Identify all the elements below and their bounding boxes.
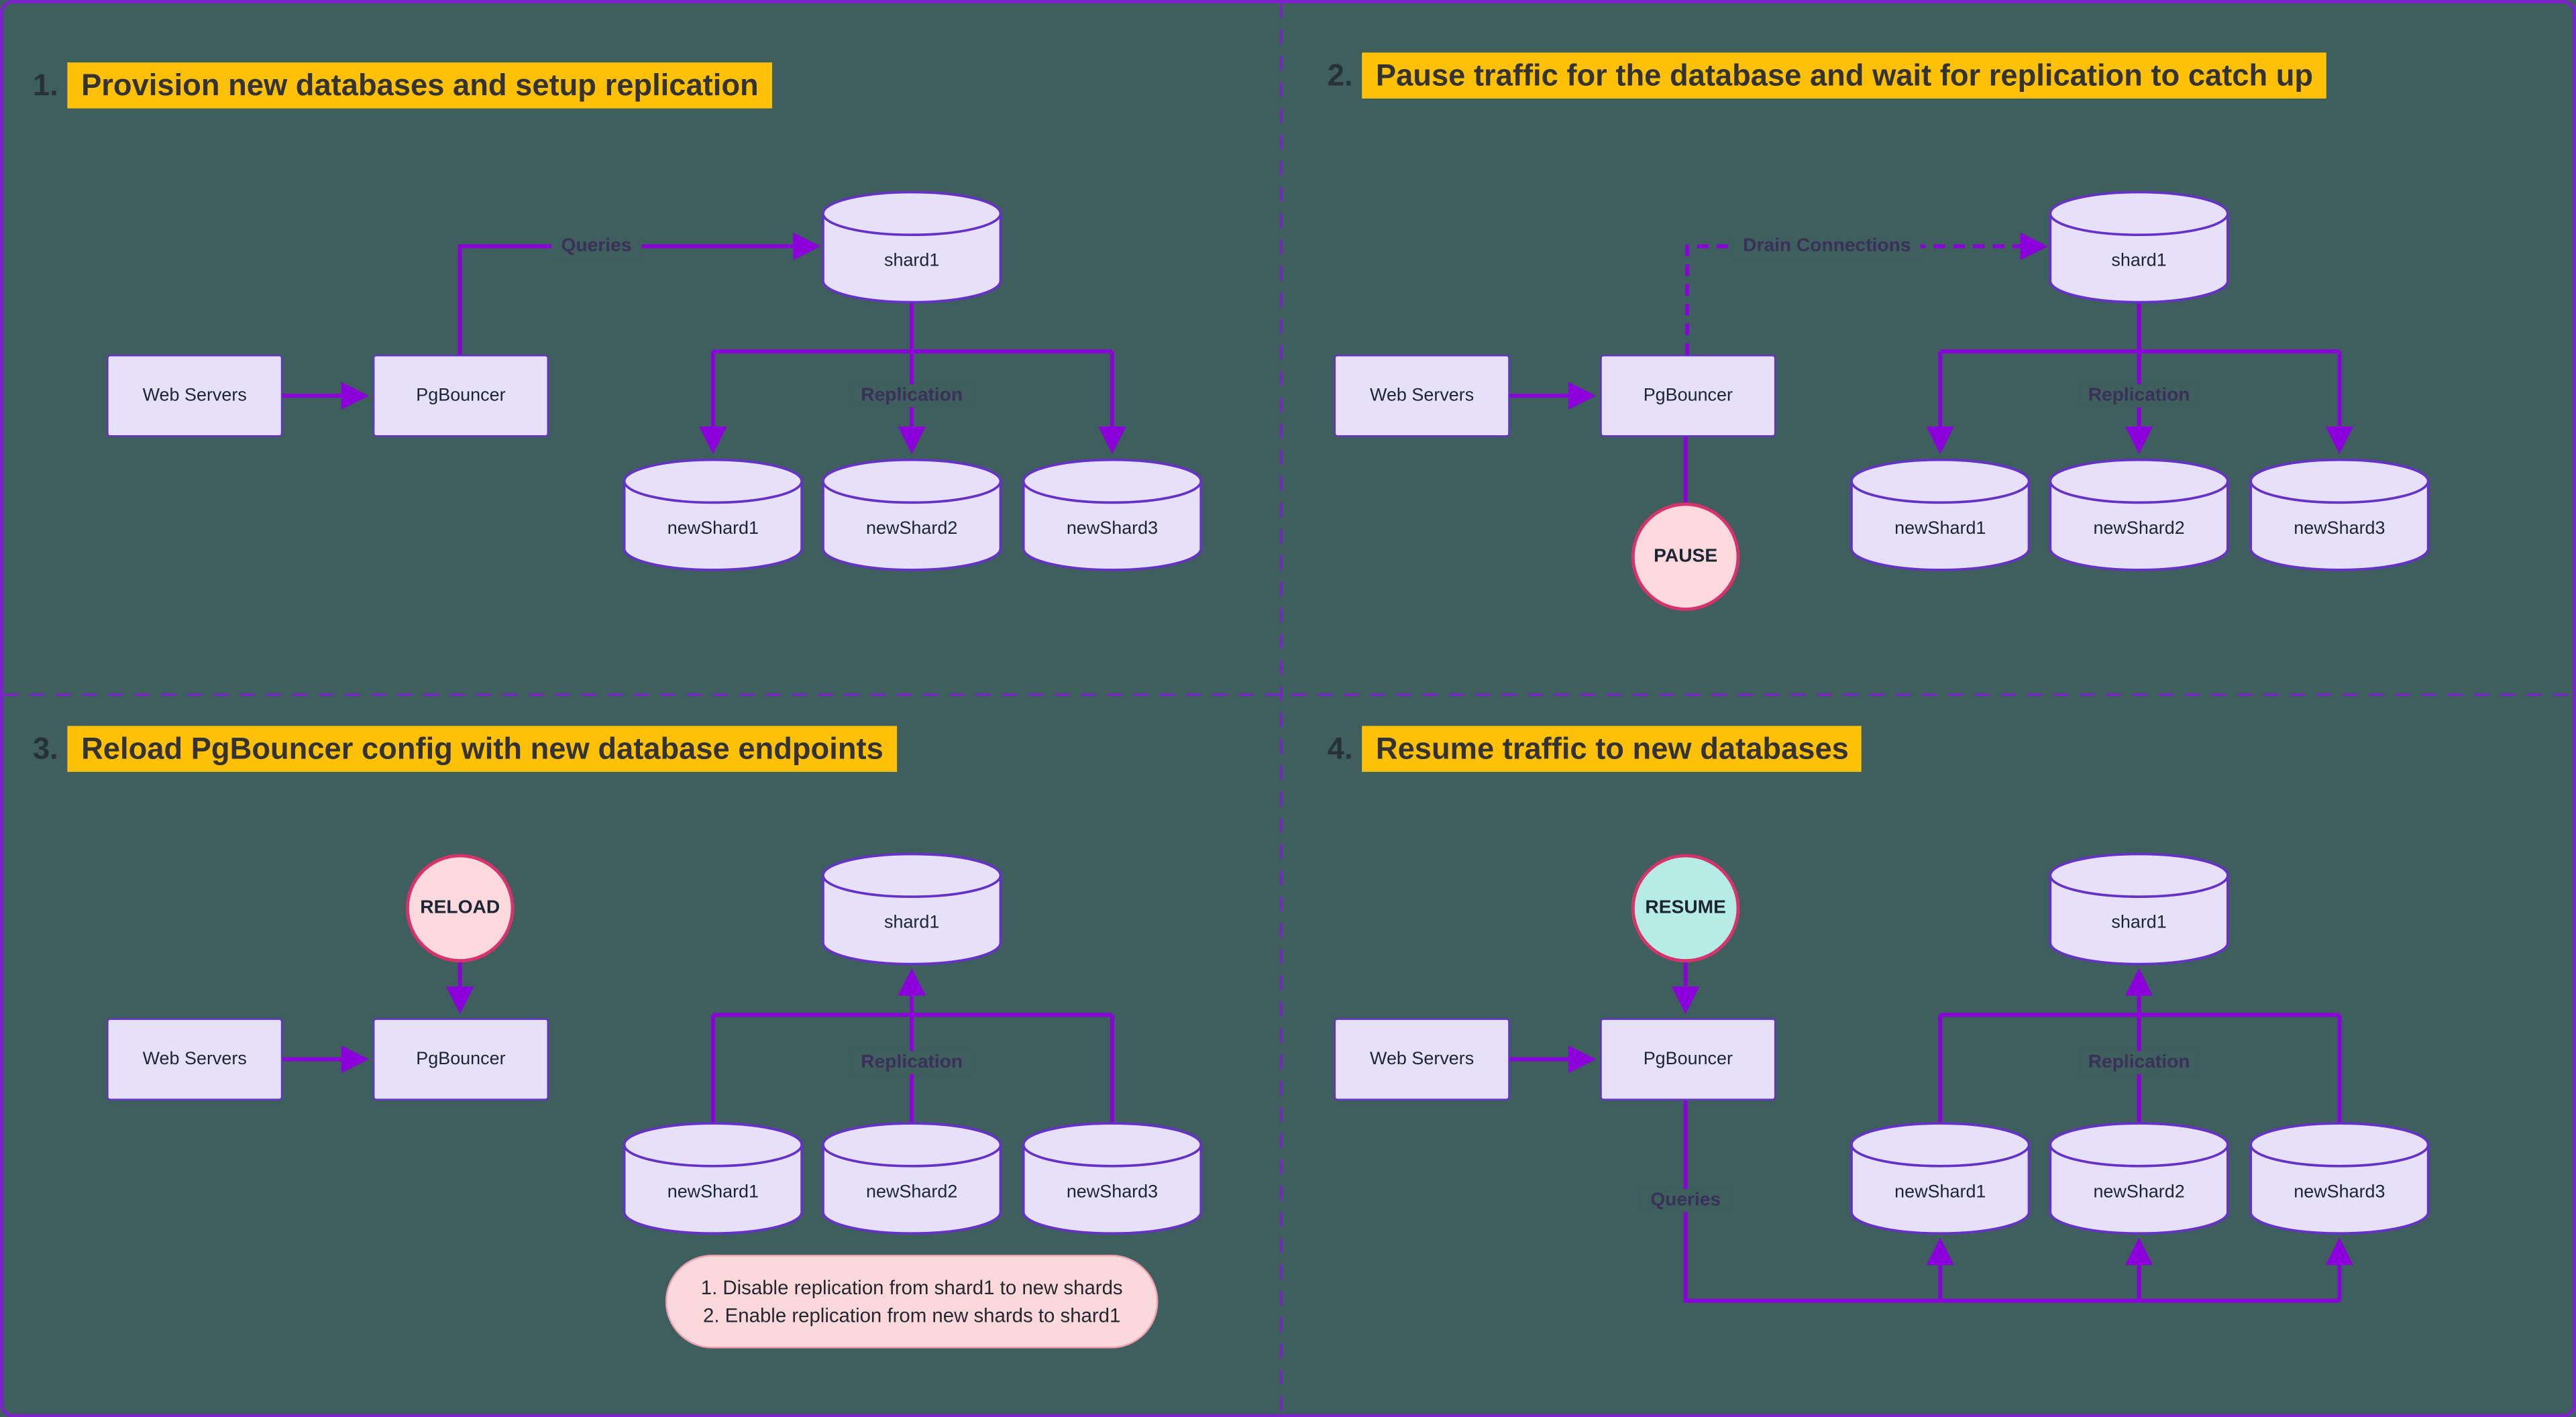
step3-heading: Reload PgBouncer config with new databas… xyxy=(68,726,897,773)
pause-badge: PAUSE xyxy=(1631,502,1740,612)
step3-web-servers-node: Web Servers xyxy=(107,1018,283,1100)
step2-replication-label: Replication xyxy=(2078,384,2200,408)
step3-shard1-label: shard1 xyxy=(884,913,940,933)
step2-newshard2-cylinder xyxy=(2049,458,2229,571)
step1-queries-arrow xyxy=(458,232,821,355)
step1-title: 1. Provision new databases and setup rep… xyxy=(32,62,772,109)
reload-badge: RELOAD xyxy=(405,854,515,963)
step3-pgbouncer-node: PgBouncer xyxy=(372,1018,549,1100)
step1-queries-label: Queries xyxy=(551,235,642,258)
step3-note-line-1: 1. Disable replication from shard1 to ne… xyxy=(700,1276,1123,1299)
step2-web-servers-node: Web Servers xyxy=(1334,354,1510,437)
step4-title: 4. Resume traffic to new databases xyxy=(1327,726,1862,773)
step4-heading: Resume traffic to new databases xyxy=(1362,726,1862,773)
step3-replication-label: Replication xyxy=(851,1051,973,1074)
step3-shard1-cylinder xyxy=(822,852,1002,966)
step2-pgbouncer-node: PgBouncer xyxy=(1600,354,1776,437)
step4-shard1-cylinder xyxy=(2049,852,2229,966)
step3-newshard3-label: newShard3 xyxy=(1066,1182,1159,1202)
step3-note: 1. Disable replication from shard1 to ne… xyxy=(665,1255,1159,1349)
step1-newshard3-label: newShard3 xyxy=(1066,518,1159,539)
step4-newshard1-label: newShard1 xyxy=(1894,1182,1986,1202)
step2-shard1-cylinder xyxy=(2049,190,2229,304)
step4-newshard2-label: newShard2 xyxy=(2093,1182,2185,1202)
step4-edges xyxy=(1509,962,2353,1303)
step1-newshard2-cylinder xyxy=(822,458,1002,571)
step1-shard1-label: shard1 xyxy=(884,251,940,272)
step4-number: 4. xyxy=(1327,731,1353,766)
quadrant-dividers xyxy=(3,3,2576,1417)
step3-newshard2-cylinder xyxy=(822,1122,1002,1235)
step1-replication-label: Replication xyxy=(851,384,973,408)
step1-newshard3-cylinder xyxy=(1022,458,1203,571)
database-cylinders xyxy=(623,190,2430,1235)
step4-newshard1-cylinder xyxy=(1850,1122,2031,1235)
step3-newshard1-label: newShard1 xyxy=(667,1182,759,1202)
step4-newshard3-cylinder xyxy=(2249,1122,2430,1235)
step3-newshard3-cylinder xyxy=(1022,1122,1203,1235)
step4-shard1-label: shard1 xyxy=(2111,913,2167,933)
step4-queries-label: Queries xyxy=(1640,1189,1731,1212)
step2-drain-connections-arrow xyxy=(1685,232,2048,355)
step3-title: 3. Reload PgBouncer config with new data… xyxy=(32,726,897,773)
step4-newshard2-cylinder xyxy=(2049,1122,2229,1235)
step2-newshard1-cylinder xyxy=(1850,458,2031,571)
step2-newshard1-label: newShard1 xyxy=(1894,518,1986,539)
step3-number: 3. xyxy=(32,731,58,766)
step4-pgbouncer-node: PgBouncer xyxy=(1600,1018,1776,1100)
step4-replication-label: Replication xyxy=(2078,1051,2200,1074)
step1-pgbouncer-node: PgBouncer xyxy=(372,354,549,437)
step3-note-line-2: 2. Enable replication from new shards to… xyxy=(702,1303,1121,1326)
step4-queries-trunk xyxy=(1683,1100,2340,1303)
step1-heading: Provision new databases and setup replic… xyxy=(68,62,772,109)
step2-shard1-label: shard1 xyxy=(2111,251,2167,272)
step1-newshard2-label: newShard2 xyxy=(866,518,958,539)
step2-drain-connections-label: Drain Connections xyxy=(1733,235,1921,258)
step2-number: 2. xyxy=(1327,57,1353,93)
step1-newshard1-label: newShard1 xyxy=(667,518,759,539)
step4-web-servers-node: Web Servers xyxy=(1334,1018,1510,1100)
diagram-connectors xyxy=(3,3,2576,1417)
step2-newshard2-label: newShard2 xyxy=(2093,518,2185,539)
step1-number: 1. xyxy=(32,67,58,103)
step2-heading: Pause traffic for the database and wait … xyxy=(1362,52,2326,99)
step2-newshard3-cylinder xyxy=(2249,458,2430,571)
step1-web-servers-node: Web Servers xyxy=(107,354,283,437)
step1-shard1-cylinder xyxy=(822,190,1002,304)
step4-newshard3-label: newShard3 xyxy=(2294,1182,2385,1202)
step3-edges xyxy=(282,962,1114,1124)
step1-newshard1-cylinder xyxy=(623,458,803,571)
resume-badge: RESUME xyxy=(1631,854,1740,963)
step3-newshard2-label: newShard2 xyxy=(866,1182,958,1202)
step2-title: 2. Pause traffic for the database and wa… xyxy=(1328,52,2326,99)
step2-newshard3-label: newShard3 xyxy=(2294,518,2385,539)
step3-newshard1-cylinder xyxy=(623,1122,803,1235)
